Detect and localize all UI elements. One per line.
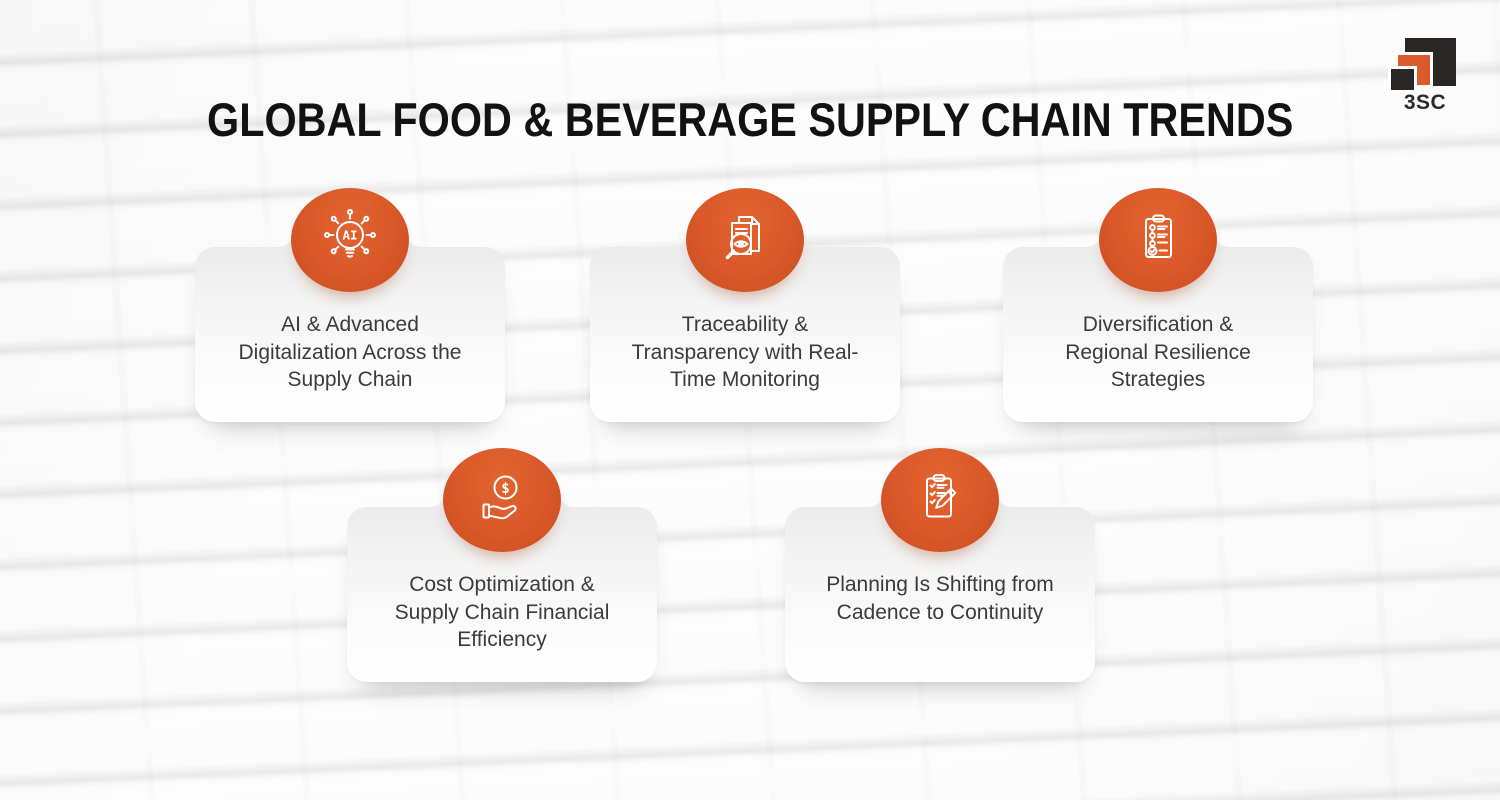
trend-card-ai-digitalization: AI AI & Advanced Digitalization Across t… <box>195 188 505 422</box>
trend-card-label: Cost Optimization & Supply Chain Financi… <box>394 573 610 651</box>
document-eye-magnifier-icon <box>725 216 760 260</box>
card-fillet-left <box>279 233 293 247</box>
card-fillet-right <box>997 493 1011 507</box>
card-badge <box>1099 188 1217 292</box>
brand-logo: 3SC <box>1388 36 1462 114</box>
card-badge <box>686 188 804 292</box>
trend-card-label: Diversification & Regional Resilience St… <box>1065 313 1251 391</box>
ai-lightbulb-icon: AI <box>324 209 376 258</box>
card-fillet-left <box>1087 233 1101 247</box>
hand-dollar-coin-icon: $ <box>482 475 518 520</box>
card-badge <box>881 448 999 552</box>
page-title-text: GLOBAL FOOD & BEVERAGE SUPPLY CHAIN TREN… <box>206 93 1294 147</box>
card-fillet-right <box>802 233 816 247</box>
card-badge: $ <box>443 448 561 552</box>
card-fillet-right <box>559 493 573 507</box>
trend-card-planning: Planning Is Shifting from Cadence to Con… <box>785 448 1095 682</box>
card-fillet-right <box>407 233 421 247</box>
trend-card-diversification: Diversification & Regional Resilience St… <box>1003 188 1313 422</box>
trend-card-label: Planning Is Shifting from Cadence to Con… <box>826 573 1054 624</box>
svg-text:$: $ <box>501 481 509 497</box>
trend-card-cost-optimization: $ Cost Optimization & Supply Chain Finan… <box>347 448 657 682</box>
trend-card-traceability: Traceability & Transparency with Real-Ti… <box>590 188 900 422</box>
trend-card-label: AI & Advanced Digitalization Across the … <box>238 313 462 391</box>
card-fillet-left <box>431 493 445 507</box>
card-fillet-right <box>1215 233 1229 247</box>
clipboard-checklist-icon <box>1145 214 1172 258</box>
card-badge: AI <box>291 188 409 292</box>
trend-card-label: Traceability & Transparency with Real-Ti… <box>631 313 859 391</box>
svg-text:AI: AI <box>342 228 357 243</box>
page-title: GLOBAL FOOD & BEVERAGE SUPPLY CHAIN TREN… <box>0 96 1500 144</box>
card-fillet-left <box>869 493 883 507</box>
card-fillet-left <box>674 233 688 247</box>
logo-square-small-icon <box>1388 66 1417 93</box>
clipboard-pencil-icon <box>926 474 957 518</box>
logo-text: 3SC <box>1403 91 1447 114</box>
